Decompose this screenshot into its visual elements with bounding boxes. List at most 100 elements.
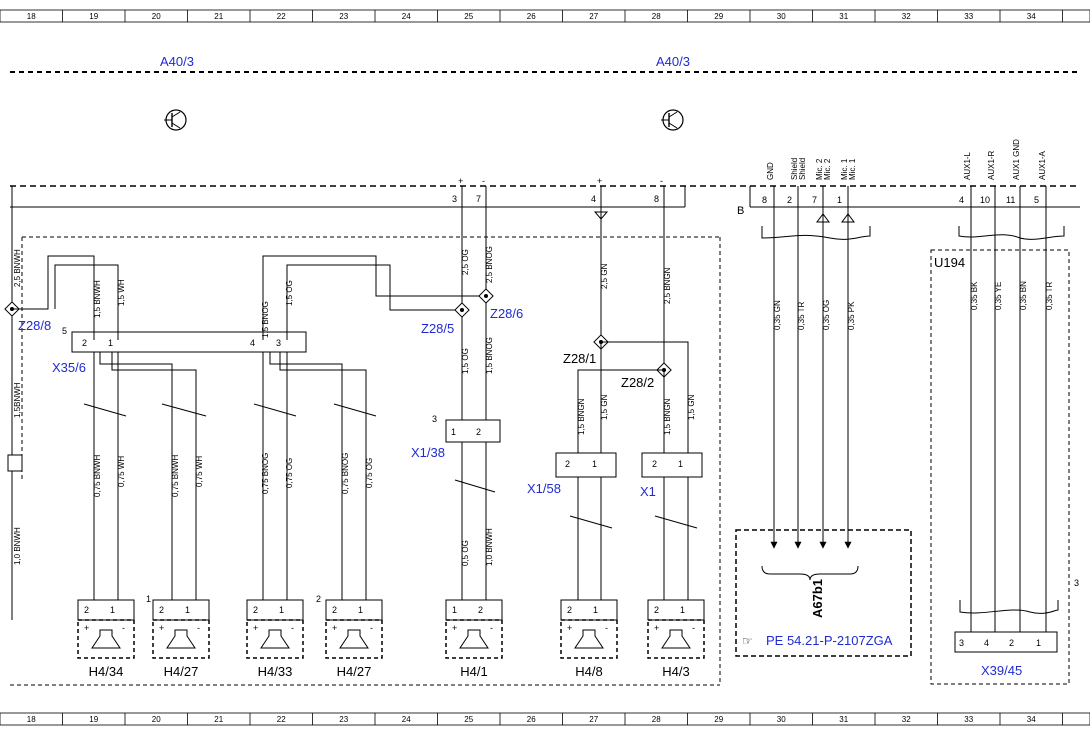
pin-number: 2 [567, 605, 572, 615]
ground-symbol-icon [816, 213, 830, 223]
pin-number: 2 [316, 594, 321, 604]
z28-1-label: Z28/1 [563, 351, 596, 366]
polarity-minus: - [490, 623, 493, 633]
x1-38-connector [445, 419, 501, 443]
pin-number: 3 [959, 638, 964, 648]
speaker-icon [91, 629, 121, 649]
wire-label: 1,5 BNOG [485, 337, 494, 374]
pin-number: 4 [959, 195, 964, 205]
wire [12, 255, 95, 340]
wire-label: 1,5 BNGN [577, 398, 586, 435]
wire-label: 0,35 TR [797, 301, 806, 330]
wire-label: 0,75 WH [117, 456, 126, 487]
grid-column-label: 24 [402, 12, 411, 21]
pin-sign: + [458, 176, 463, 186]
pin-number: 2 [159, 605, 164, 615]
wire-label: 0,75 WH [195, 456, 204, 487]
polarity-plus: + [654, 623, 659, 633]
splice-z28-5 [454, 302, 470, 318]
transistor-symbol-icon [661, 109, 684, 131]
pin-number: 8 [762, 195, 767, 205]
grid-column-label: 21 [214, 12, 223, 21]
speaker-icon [339, 629, 369, 649]
reference-link[interactable]: PE 54.21-P-2107ZGA [766, 633, 893, 648]
wire-bundle [958, 226, 1065, 240]
grid-column-label: 27 [589, 715, 598, 724]
polarity-minus: - [122, 623, 125, 633]
wire-label: 1,5 GN [687, 394, 696, 420]
grid-column-label: 20 [152, 12, 161, 21]
grid-column-label: 32 [902, 12, 911, 21]
pin-number: 1 [593, 605, 598, 615]
pin-number: 3 [452, 194, 457, 204]
grid-column-label: 33 [964, 715, 973, 724]
wire [601, 341, 689, 600]
speaker-icon [260, 629, 290, 649]
wire-bundle [761, 226, 871, 240]
wire-label: 1,5 OG [461, 348, 470, 374]
grid-column-label: 25 [464, 12, 473, 21]
grid-column-label: 26 [527, 12, 536, 21]
polarity-plus: + [253, 623, 258, 633]
pin-number: 3 [276, 338, 281, 348]
pin-number: 2 [332, 605, 337, 615]
shield-line [333, 403, 377, 417]
grid-column-label: 29 [714, 12, 723, 21]
grid-column-label: 27 [589, 12, 598, 21]
x35-6-label: X35/6 [52, 360, 86, 375]
shield-line [569, 515, 613, 529]
z28-2-label: Z28/2 [621, 375, 654, 390]
wire-label: 2,5 BNOG [485, 246, 494, 283]
connector-body [7, 454, 23, 472]
grid-column-label: 25 [464, 715, 473, 724]
wire-label: 1,5 BNGN [663, 398, 672, 435]
pin-sign: - [482, 176, 485, 186]
grid-column-label: 19 [89, 12, 98, 21]
a40-right-label: A40/3 [656, 54, 690, 69]
wire-label: 0,75 BNOG [261, 453, 270, 494]
pin-number: 2 [82, 338, 87, 348]
speaker-label: H4/3 [662, 664, 689, 679]
signal-label: AUX1-L [963, 151, 972, 180]
grid-column-label: 18 [27, 12, 36, 21]
grid-column-label: 22 [277, 715, 286, 724]
splice-z28-6 [478, 288, 494, 304]
shield-line [253, 403, 297, 417]
wire-label: 2,5 BNWH [13, 249, 22, 287]
pin-number: 4 [984, 638, 989, 648]
pin-number: 1 [185, 605, 190, 615]
x39-45-label: X39/45 [981, 663, 1022, 678]
pin-number: 5 [62, 326, 67, 336]
x1-connector [641, 452, 703, 478]
wire-label: 2,5 GN [600, 263, 609, 289]
wire [111, 352, 197, 600]
signal-label: AUX1-R [987, 150, 996, 180]
grid-column-label: 23 [339, 715, 348, 724]
wire [577, 369, 664, 600]
wire-label: 1,5 BNOG [261, 301, 270, 338]
polarity-plus: + [159, 623, 164, 633]
signal-label: Shield [798, 158, 807, 180]
x1-58-label: X1/58 [527, 481, 561, 496]
wire-label: 1,5 OG [285, 280, 294, 306]
x1-58-connector [555, 452, 617, 478]
pin-number: 7 [476, 194, 481, 204]
wire [54, 264, 119, 340]
shield-line [161, 403, 207, 417]
wire-label: 0,75 OG [365, 458, 374, 488]
pin-number: 1 [110, 605, 115, 615]
transistor-symbol-icon [164, 109, 187, 131]
reference-hand-icon: ☞ [742, 634, 753, 648]
grid-column-label: 30 [777, 12, 786, 21]
pin-number: 2 [84, 605, 89, 615]
signal-label: Mic. 2 [823, 158, 832, 180]
polarity-minus: - [605, 623, 608, 633]
pin-number: 2 [565, 459, 570, 469]
pin-number: 2 [253, 605, 258, 615]
ground-symbol-icon [841, 213, 855, 223]
speaker-label: H4/8 [575, 664, 602, 679]
